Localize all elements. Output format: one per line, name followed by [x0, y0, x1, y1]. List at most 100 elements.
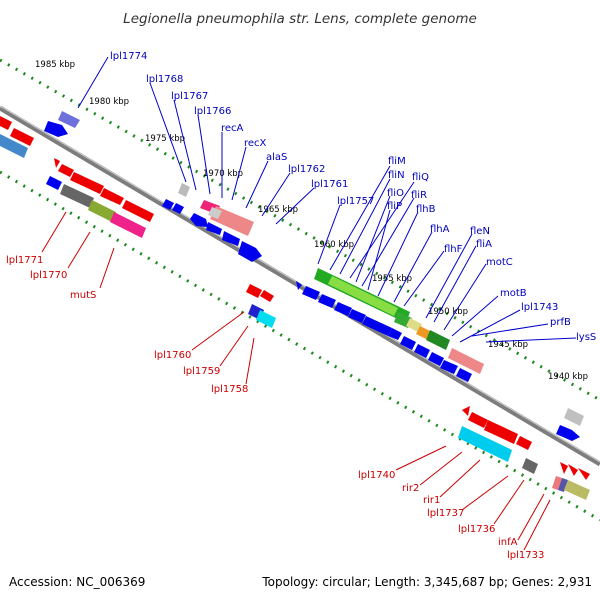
- gene-label-lpl1761[interactable]: lpl1761: [311, 179, 348, 190]
- gene-label-fliA[interactable]: fliA: [476, 239, 492, 250]
- gene-glyph[interactable]: [426, 330, 450, 350]
- gene-glyph[interactable]: [558, 478, 568, 492]
- gene-label-fliM[interactable]: fliM: [388, 156, 406, 167]
- gene-label-alaS[interactable]: alaS: [266, 152, 287, 163]
- gene-glyph[interactable]: [348, 309, 366, 323]
- gene-label-recX[interactable]: recX: [244, 138, 267, 149]
- gene-label-fliP[interactable]: fliP: [387, 201, 402, 212]
- gene-label-lpl1757[interactable]: lpl1757: [337, 196, 374, 207]
- gene-label-recA[interactable]: recA: [221, 123, 244, 134]
- gene-label-flhF[interactable]: flhF: [444, 244, 463, 255]
- gene-glyph[interactable]: [0, 134, 28, 158]
- gene-glyph[interactable]: [162, 199, 174, 210]
- gene-label-lpl1737[interactable]: lpl1737: [427, 508, 464, 519]
- gene-label-lpl1771[interactable]: lpl1771: [6, 255, 43, 266]
- gene-label-lpl1766[interactable]: lpl1766: [194, 106, 231, 117]
- gene-glyph[interactable]: [110, 212, 146, 238]
- gene-glyph[interactable]: [414, 344, 430, 358]
- gene-label-flhB[interactable]: flhB: [416, 204, 436, 215]
- gene-glyph[interactable]: [222, 231, 240, 246]
- gene-label-lpl1767[interactable]: lpl1767: [171, 91, 208, 102]
- gene-label-lpl1762[interactable]: lpl1762: [288, 164, 325, 175]
- gene-label-flhA[interactable]: flhA: [430, 224, 450, 235]
- gene-glyph[interactable]: [560, 462, 568, 474]
- gene-glyph[interactable]: [388, 328, 402, 340]
- gene-glyph[interactable]: [238, 241, 262, 262]
- gene-label-rir2[interactable]: rir2: [402, 483, 419, 494]
- gene-glyph[interactable]: [458, 426, 512, 462]
- gene-glyph[interactable]: [362, 316, 392, 336]
- gene-glyph[interactable]: [462, 406, 470, 416]
- gene-glyph[interactable]: [122, 200, 154, 222]
- gene-glyph[interactable]: [208, 207, 222, 219]
- accession-label: Accession: NC_006369: [9, 575, 145, 589]
- genome-summary: Topology: circular; Length: 3,345,687 bp…: [261, 575, 592, 589]
- gene-glyph[interactable]: [552, 476, 562, 490]
- gene-glyph[interactable]: [58, 111, 80, 128]
- gene-glyph[interactable]: [568, 464, 578, 476]
- gene-glyph[interactable]: [58, 164, 74, 177]
- gene-glyph[interactable]: [564, 480, 590, 500]
- gene-label-motC[interactable]: motC: [486, 257, 513, 268]
- kbp-label-1945: 1945 kbp: [488, 340, 528, 350]
- gene-glyph[interactable]: [448, 348, 484, 374]
- gene-glyph[interactable]: [46, 176, 62, 190]
- gene-glyph[interactable]: [178, 183, 190, 197]
- gene-glyph[interactable]: [256, 310, 276, 328]
- gene-glyph[interactable]: [0, 116, 12, 130]
- gene-glyph[interactable]: [54, 158, 60, 168]
- gene-glyph[interactable]: [302, 286, 320, 300]
- gene-label-lysS[interactable]: lysS: [576, 332, 596, 343]
- gene-glyph[interactable]: [70, 172, 104, 194]
- gene-label-lpl1759[interactable]: lpl1759: [183, 366, 220, 377]
- gene-glyph[interactable]: [328, 276, 398, 316]
- gene-glyph[interactable]: [100, 188, 124, 205]
- gene-label-lpl1760[interactable]: lpl1760: [154, 350, 191, 361]
- gene-label-fleN[interactable]: fleN: [470, 226, 490, 237]
- gene-glyph[interactable]: [334, 302, 352, 316]
- gene-glyph[interactable]: [578, 468, 590, 480]
- gene-label-fliO[interactable]: fliO: [387, 188, 404, 199]
- gene-glyph[interactable]: [516, 436, 532, 450]
- gene-label-lpl1740[interactable]: lpl1740: [358, 470, 395, 481]
- gene-glyph[interactable]: [172, 203, 184, 214]
- gene-glyph[interactable]: [190, 213, 208, 227]
- gene-glyph[interactable]: [10, 128, 34, 146]
- gene-glyph[interactable]: [60, 184, 94, 208]
- kbp-label-1955: 1955 kbp: [372, 274, 412, 284]
- gene-glyph[interactable]: [468, 412, 488, 428]
- gene-glyph[interactable]: [400, 336, 416, 350]
- gene-label-fliR[interactable]: fliR: [411, 190, 427, 201]
- gene-label-prfB[interactable]: prfB: [550, 317, 571, 328]
- gene-glyph[interactable]: [88, 200, 116, 222]
- gene-label-lpl1733[interactable]: lpl1733: [507, 550, 544, 561]
- kbp-label-1970: 1970 kbp: [203, 169, 243, 179]
- gene-glyph[interactable]: [246, 284, 262, 298]
- gene-glyph[interactable]: [428, 352, 444, 366]
- gene-glyph[interactable]: [206, 222, 222, 235]
- gene-label-motB[interactable]: motB: [500, 288, 527, 299]
- gene-glyph[interactable]: [318, 294, 336, 308]
- gene-glyph[interactable]: [296, 281, 302, 290]
- gene-label-lpl1768[interactable]: lpl1768: [146, 74, 183, 85]
- gene-label-fliN[interactable]: fliN: [388, 170, 405, 181]
- gene-glyph[interactable]: [564, 408, 584, 426]
- gene-label-lpl1774[interactable]: lpl1774: [110, 51, 147, 62]
- gene-label-lpl1736[interactable]: lpl1736: [458, 524, 495, 535]
- gene-label-infA[interactable]: infA: [498, 537, 518, 548]
- gene-label-fliQ[interactable]: fliQ: [412, 172, 429, 183]
- gene-label-lpl1758[interactable]: lpl1758: [211, 384, 248, 395]
- gene-glyph[interactable]: [440, 360, 458, 374]
- gene-label-mutS[interactable]: mutS: [70, 290, 96, 301]
- gene-glyph[interactable]: [406, 318, 422, 332]
- gene-glyph[interactable]: [456, 368, 472, 382]
- gene-label-rir1[interactable]: rir1: [423, 495, 440, 506]
- gene-glyph[interactable]: [522, 458, 538, 474]
- gene-label-lpl1770[interactable]: lpl1770: [30, 270, 67, 281]
- gene-glyph[interactable]: [210, 206, 254, 236]
- gene-label-lpl1743[interactable]: lpl1743: [521, 302, 558, 313]
- gene-glyph[interactable]: [484, 420, 518, 444]
- gene-glyph[interactable]: [556, 425, 580, 441]
- gene-glyph[interactable]: [260, 290, 274, 302]
- gene-glyph[interactable]: [44, 121, 68, 137]
